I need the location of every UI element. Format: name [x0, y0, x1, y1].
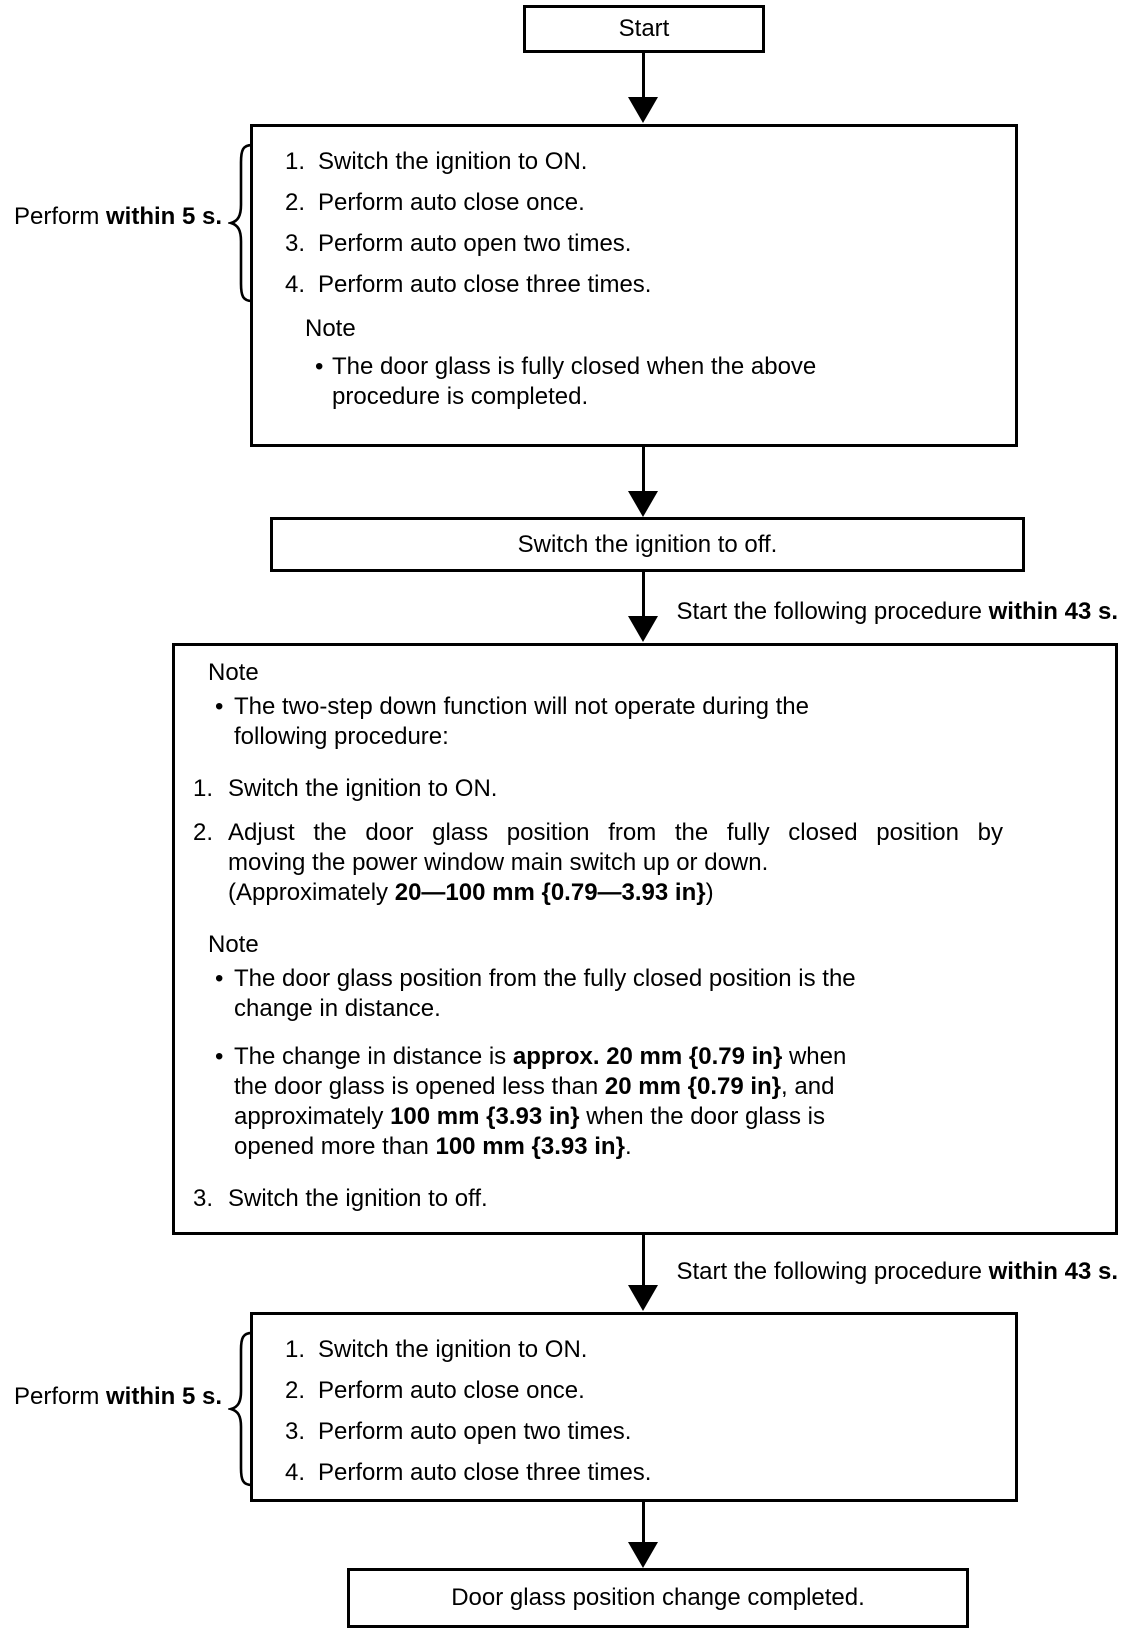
note-title: Note — [208, 931, 259, 958]
step-text: Switch the ignition to ON. — [228, 775, 498, 802]
step-row: 2. Perform auto close once. — [285, 188, 1015, 218]
arrow-head-icon-2 — [628, 491, 658, 517]
step-text: Switch the ignition to ON. — [318, 1336, 588, 1363]
ignition-off-box: Switch the ignition to off. — [270, 517, 1025, 572]
step-row: 3. Perform auto open two times. — [285, 1417, 1015, 1447]
step-number: 3. — [285, 1418, 306, 1445]
within-43s-label-2: Start the following procedure within 43 … — [518, 1257, 1118, 1287]
within-43s-label-1: Start the following procedure within 43 … — [518, 597, 1118, 627]
step-number: 1. — [285, 1336, 306, 1363]
note-text: The door glass is fully closed when the … — [332, 353, 817, 410]
step-text: Switch the ignition to off. — [228, 1185, 488, 1212]
curly-brace-icon-2 — [228, 1331, 254, 1487]
step-number: 4. — [285, 1459, 306, 1486]
step-row: 2. Adjust the door glass position from t… — [193, 818, 1087, 908]
note-bullet: • The two-step down function will not op… — [215, 692, 1087, 752]
step-row: 1. Switch the ignition to ON. — [193, 774, 1087, 804]
step-number: 2. — [285, 1377, 306, 1404]
step-number: 3. — [285, 230, 306, 257]
arrow-head-icon-4 — [628, 1285, 658, 1311]
ignition-off-label: Switch the ignition to off. — [517, 530, 778, 558]
note-bullet: • The door glass is fully closed when th… — [315, 352, 985, 412]
step-row: 3. Switch the ignition to off. — [193, 1184, 1087, 1214]
connector-line-5 — [642, 1502, 645, 1544]
note-text: The door glass position from the fully c… — [234, 965, 856, 1022]
within-43s-text-1: Start the following procedure within 43 … — [676, 598, 1118, 625]
start-label: Start — [618, 15, 670, 42]
step-row: 4. Perform auto close three times. — [285, 1458, 1015, 1488]
note-text: The two-step down function will not oper… — [234, 693, 810, 750]
connector-line-2 — [642, 447, 645, 493]
step-row: 4. Perform auto close three times. — [285, 270, 1015, 300]
step-text: Switch the ignition to ON. — [318, 148, 588, 175]
step-row: 3. Perform auto open two times. — [285, 229, 1015, 259]
step-number: 2. — [285, 189, 306, 216]
arrow-head-icon-5 — [628, 1542, 658, 1568]
step-text: Perform auto close three times. — [318, 271, 652, 298]
step-number: 3. — [193, 1185, 214, 1212]
connector-line-3 — [642, 572, 645, 618]
step-number: 1. — [193, 775, 214, 802]
bullet-dot: • — [315, 353, 324, 380]
note-title: Note — [305, 315, 356, 342]
adjust-procedure-box: Note • The two-step down function will n… — [172, 643, 1118, 1235]
note-text: The change in distance is approx. 20 mm … — [234, 1043, 847, 1160]
step-text: Perform auto close once. — [318, 1377, 585, 1404]
curly-brace-icon-1 — [228, 143, 254, 303]
arrow-head-icon-1 — [628, 97, 658, 123]
note-bullet: • The door glass position from the fully… — [215, 964, 1087, 1024]
second-procedure-box: 1. Switch the ignition to ON. 2. Perform… — [250, 1312, 1018, 1502]
step-text: Adjust the door glass position from the … — [228, 819, 1004, 906]
step-text: Perform auto open two times. — [318, 230, 632, 257]
note-title: Note — [208, 659, 259, 686]
note-bullet: • The change in distance is approx. 20 m… — [215, 1042, 1087, 1162]
completed-node: Door glass position change completed. — [347, 1568, 969, 1628]
step-number: 1. — [285, 148, 306, 175]
arrow-head-icon-3 — [628, 616, 658, 642]
step-row: 1. Switch the ignition to ON. — [285, 147, 1015, 177]
step-number: 4. — [285, 271, 306, 298]
perform-within-text-2: Perform within 5 s. — [13, 1383, 222, 1410]
step-text: Perform auto close once. — [318, 189, 585, 216]
perform-within-text-1: Perform within 5 s. — [13, 203, 222, 230]
step-number: 2. — [193, 819, 214, 846]
bullet-dot: • — [215, 1043, 224, 1070]
perform-within-label-1: Perform within 5 s. — [0, 202, 222, 232]
completed-label: Door glass position change completed. — [451, 1584, 865, 1611]
step-text: Perform auto close three times. — [318, 1459, 652, 1486]
first-procedure-box: 1. Switch the ignition to ON. 2. Perform… — [250, 124, 1018, 447]
connector-line-4 — [642, 1235, 645, 1287]
bullet-dot: • — [215, 965, 224, 992]
connector-line-1 — [642, 53, 645, 99]
perform-within-label-2: Perform within 5 s. — [0, 1382, 222, 1412]
step-text: Perform auto open two times. — [318, 1418, 632, 1445]
step-row: 1. Switch the ignition to ON. — [285, 1335, 1015, 1365]
start-node: Start — [523, 5, 765, 53]
step-row: 2. Perform auto close once. — [285, 1376, 1015, 1406]
within-43s-text-2: Start the following procedure within 43 … — [676, 1258, 1118, 1285]
bullet-dot: • — [215, 693, 224, 720]
